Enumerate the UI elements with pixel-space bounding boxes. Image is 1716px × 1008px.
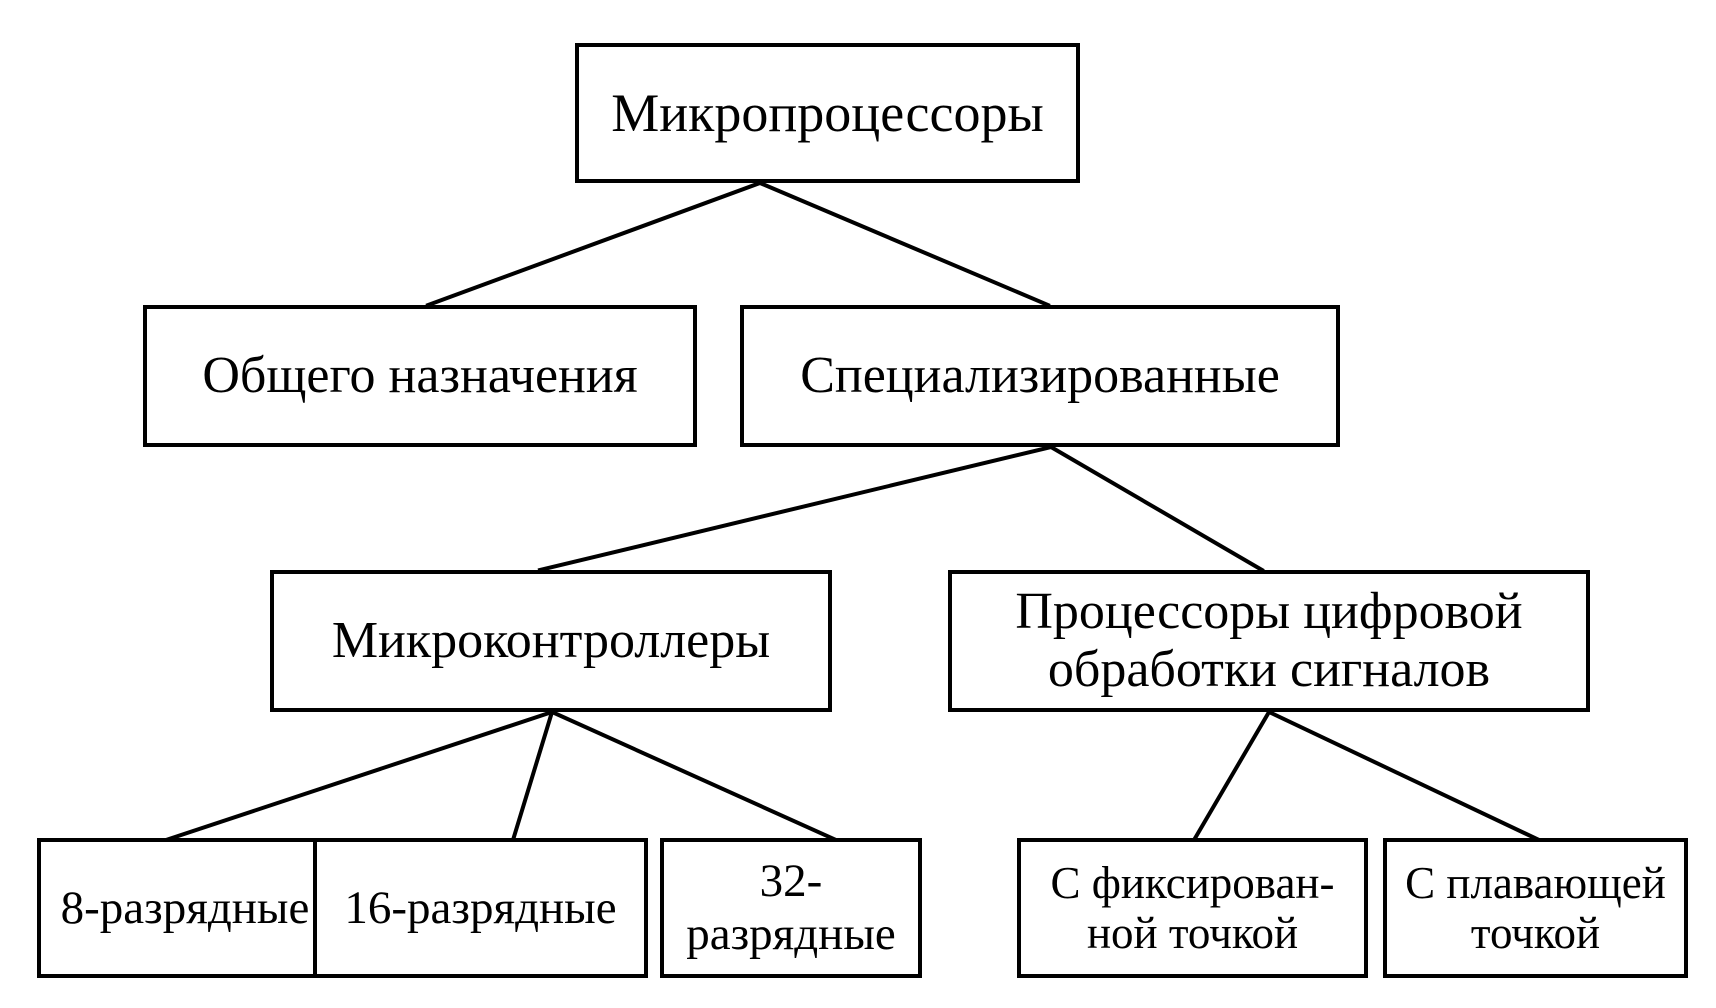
node-microcontrollers[interactable]: Микроконтроллеры <box>270 570 832 712</box>
edge-microcontrollers-to-bit32 <box>549 709 839 843</box>
node-microcontrollers-label: Микроконтроллеры <box>331 611 771 669</box>
node-bit8[interactable]: 8-разрядные <box>37 838 333 978</box>
node-bit8-label: 8-разрядные <box>60 881 310 934</box>
node-dsp-label: Процессоры цифровой обработки сигналов <box>1015 582 1523 698</box>
node-general-purpose[interactable]: Общего назначения <box>143 305 697 447</box>
node-floating-point[interactable]: С плавающей точкой <box>1383 838 1688 978</box>
node-microprocessors[interactable]: Микропроцессоры <box>575 43 1080 183</box>
node-specialized-label: Специализированные <box>800 346 1280 404</box>
node-dsp[interactable]: Процессоры цифровой обработки сигналов <box>948 570 1590 712</box>
node-fixed-point-label: С фиксирован- ной точкой <box>1050 857 1335 958</box>
node-general-purpose-label: Общего назначения <box>202 346 638 404</box>
edge-dsp-to-fixed-point <box>1191 709 1272 843</box>
node-bit32[interactable]: 32-разрядные <box>660 838 922 978</box>
node-bit16-label: 16-разрядные <box>344 881 617 934</box>
node-specialized[interactable]: Специализированные <box>740 305 1340 447</box>
node-floating-point-label: С плавающей точкой <box>1405 857 1666 958</box>
edge-microcontrollers-to-bit8 <box>163 709 555 843</box>
node-bit16[interactable]: 16-разрядные <box>313 838 648 978</box>
edge-dsp-to-floating-point <box>1266 709 1542 843</box>
edge-specialized-to-dsp <box>1048 444 1265 573</box>
node-microprocessors-label: Микропроцессоры <box>611 82 1044 143</box>
edge-microprocessors-to-specialized <box>757 180 1051 308</box>
edge-specialized-to-microcontrollers <box>537 444 1054 573</box>
edge-microprocessors-to-general-purpose <box>425 180 763 308</box>
node-bit32-label: 32-разрядные <box>686 855 896 960</box>
edge-microcontrollers-to-bit16 <box>510 709 555 843</box>
node-fixed-point[interactable]: С фиксирован- ной точкой <box>1017 838 1368 978</box>
